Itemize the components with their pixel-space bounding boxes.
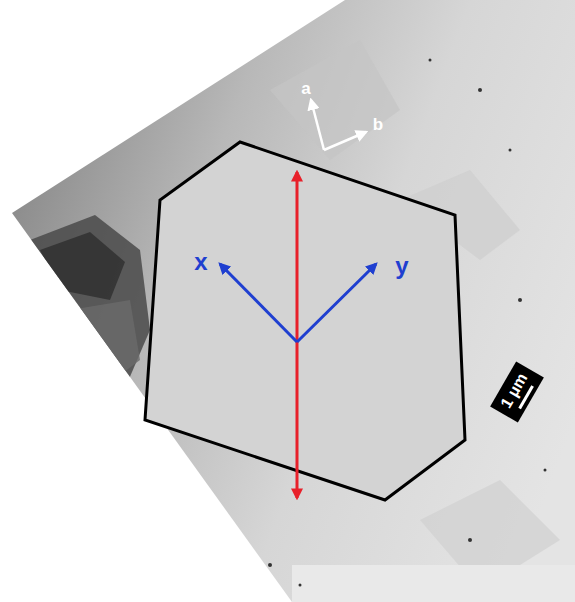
crystal-axes-inset [311, 100, 366, 150]
crystal-axis-label: b [373, 116, 383, 133]
red-double-arrow [296, 172, 299, 498]
crystal-shape [143, 138, 469, 504]
crystal-axis-label: a [301, 80, 310, 97]
x-axis-arrow [220, 264, 297, 342]
axis-label: y [395, 254, 408, 278]
crystal-polygon [145, 142, 465, 500]
flakes [30, 40, 575, 602]
y-axis-arrow [297, 264, 376, 342]
micrograph-ground [12, 0, 575, 602]
crystal-outline: xy [143, 138, 469, 504]
axis-label: x [194, 250, 207, 274]
